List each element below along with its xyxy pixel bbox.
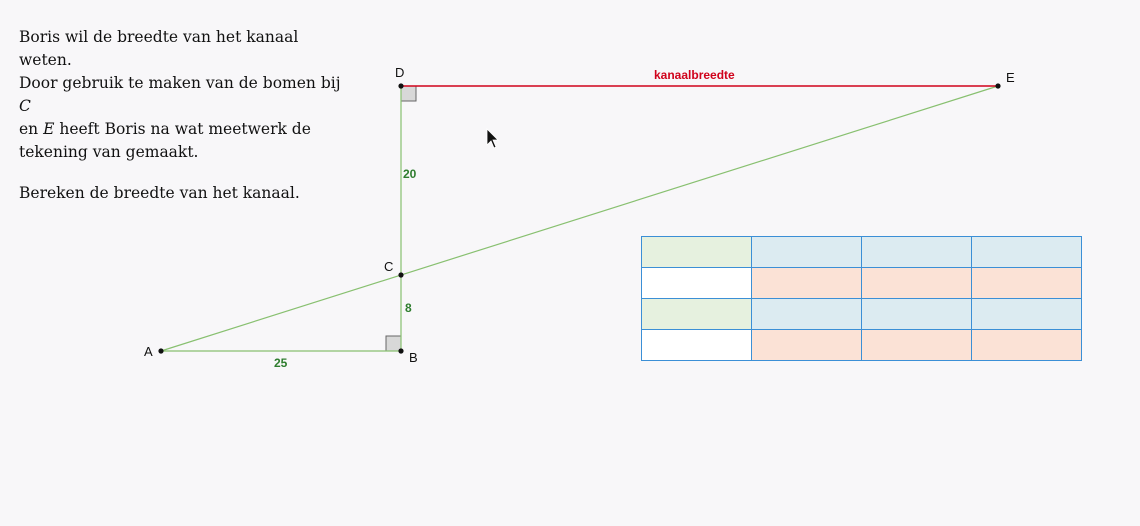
table-cell[interactable] bbox=[751, 329, 862, 361]
table-cell[interactable] bbox=[751, 236, 862, 268]
ratio-table bbox=[641, 236, 1082, 361]
label-b: B bbox=[409, 350, 418, 365]
table-row bbox=[641, 298, 1082, 330]
point-e bbox=[995, 83, 1001, 89]
point-c-ref: C bbox=[19, 97, 31, 115]
table-row bbox=[641, 329, 1082, 361]
length-bc-label: 8 bbox=[405, 301, 412, 315]
table-cell[interactable] bbox=[641, 236, 752, 268]
label-a: A bbox=[144, 344, 153, 359]
problem-text: Boris wil de breedte van het kanaal wete… bbox=[19, 26, 349, 205]
problem-line-1: Boris wil de breedte van het kanaal wete… bbox=[19, 28, 299, 69]
length-cd-label: 20 bbox=[403, 167, 417, 181]
length-de-label: kanaalbreedte bbox=[654, 68, 735, 82]
table-cell[interactable] bbox=[971, 298, 1082, 330]
mouse-cursor-icon bbox=[486, 128, 499, 149]
problem-question: Bereken de breedte van het kanaal. bbox=[19, 184, 300, 202]
point-a bbox=[158, 348, 164, 354]
table-cell[interactable] bbox=[641, 298, 752, 330]
problem-line-2-text: Door gebruik te maken van de bomen bij bbox=[19, 74, 341, 92]
table-cell[interactable] bbox=[751, 298, 862, 330]
table-cell[interactable] bbox=[861, 267, 972, 299]
point-d bbox=[398, 83, 404, 89]
table-cell[interactable] bbox=[861, 298, 972, 330]
length-ab-label: 25 bbox=[274, 356, 288, 370]
table-cell[interactable] bbox=[861, 329, 972, 361]
table-row bbox=[641, 236, 1082, 268]
problem-line-4: tekening van gemaakt. bbox=[19, 143, 199, 161]
table-cell[interactable] bbox=[971, 236, 1082, 268]
problem-line-3-suffix: heeft Boris na wat meetwerk de bbox=[54, 120, 311, 138]
label-c: C bbox=[384, 259, 393, 274]
problem-line-2: Door gebruik te maken van de bomen bij C bbox=[19, 72, 349, 118]
table-cell[interactable] bbox=[971, 329, 1082, 361]
table-cell[interactable] bbox=[971, 267, 1082, 299]
table-row bbox=[641, 267, 1082, 299]
table-cell[interactable] bbox=[861, 236, 972, 268]
table-cell[interactable] bbox=[641, 329, 752, 361]
right-angle-b-marker bbox=[385, 335, 402, 352]
right-angle-d-marker bbox=[400, 85, 417, 102]
segment-ae bbox=[160, 85, 999, 352]
label-d: D bbox=[395, 65, 404, 80]
label-e: E bbox=[1006, 70, 1015, 85]
point-b bbox=[398, 348, 404, 354]
point-c bbox=[398, 272, 404, 278]
point-e-ref: E bbox=[43, 120, 55, 138]
table-cell[interactable] bbox=[641, 267, 752, 299]
problem-line-3: en E heeft Boris na wat meetwerk de bbox=[19, 118, 349, 141]
problem-line-3-prefix: en bbox=[19, 120, 44, 138]
table-cell[interactable] bbox=[751, 267, 862, 299]
